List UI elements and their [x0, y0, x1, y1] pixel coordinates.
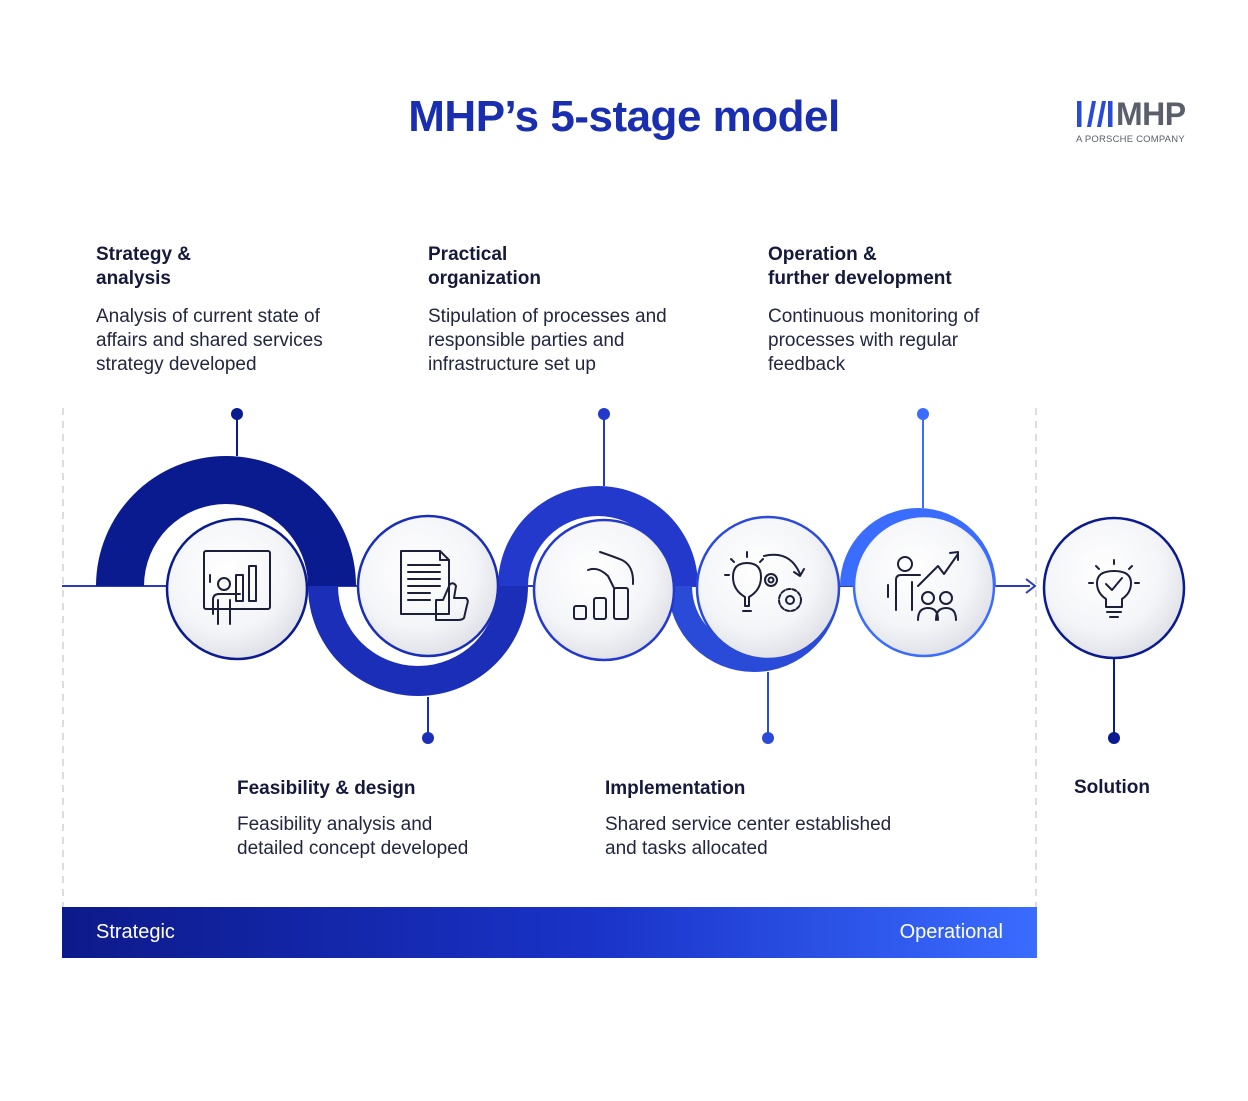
wave-arc-1 [96, 456, 356, 586]
band-right-label: Operational [899, 921, 1003, 943]
stage-2-title: Feasibility & design [237, 778, 416, 799]
stage-5-title: Operation & further development [768, 244, 952, 289]
stage-3-dot [598, 408, 610, 420]
stage-4-description: Shared service center established and ta… [605, 814, 892, 859]
document-thumbs-up-icon [400, 550, 469, 621]
logo-tagline: A PORSCHE COMPANY [1076, 134, 1185, 145]
stage-1-dot [231, 408, 243, 420]
solution-dot [1108, 732, 1120, 744]
wave-arc-2 [308, 586, 528, 696]
band-left-label: Strategic [96, 921, 175, 943]
page-title: MHP’s 5-stage model [408, 92, 840, 141]
logo-wordmark: MHP [1116, 96, 1186, 132]
stage-1-title: Strategy & analysis [96, 244, 192, 289]
solution-label: Solution [1074, 777, 1150, 798]
stage-4-dot [762, 732, 774, 744]
stage-4-title: Implementation [605, 778, 746, 799]
stage-2-text: Feasibility & design Feasibility analysi… [237, 777, 557, 861]
wave-arc-3 [498, 486, 698, 586]
stage-1-description: Analysis of current state of affairs and… [96, 306, 323, 375]
lightbulb-gears-icon [724, 551, 805, 612]
stage-5-description: Continuous monitoring of processes with … [768, 306, 980, 375]
mhp-logo: MHP A PORSCHE COMPANY [1076, 98, 1206, 145]
stage-5-disc [852, 514, 996, 658]
stage-3-title: Practical organization [428, 244, 541, 289]
stage-3-description: Stipulation of processes and responsible… [428, 306, 667, 375]
stage-4-text: Implementation Shared service center est… [605, 777, 935, 861]
stage-1-text: Strategy & analysis Analysis of current … [96, 243, 396, 377]
stage-2-dot [422, 732, 434, 744]
stage-3-disc [532, 518, 676, 662]
stage-3-text: Practical organization Stipulation of pr… [428, 243, 728, 377]
stage-5-dot [917, 408, 929, 420]
stage-2-description: Feasibility analysis and detailed concep… [237, 814, 469, 859]
axis-arrow-head [1025, 578, 1037, 594]
mhp-logo-mark [1077, 101, 1113, 127]
strategic-operational-band: Strategic Operational [62, 907, 1037, 958]
hand-bar-chart-icon [573, 551, 635, 620]
stage-5-text: Operation & further development Continuo… [768, 243, 1068, 377]
stage-4-disc [695, 515, 841, 661]
presentation-chart-icon [203, 550, 271, 625]
lightbulb-check-icon [1088, 559, 1140, 618]
presenter-team-growth-icon [887, 551, 959, 621]
